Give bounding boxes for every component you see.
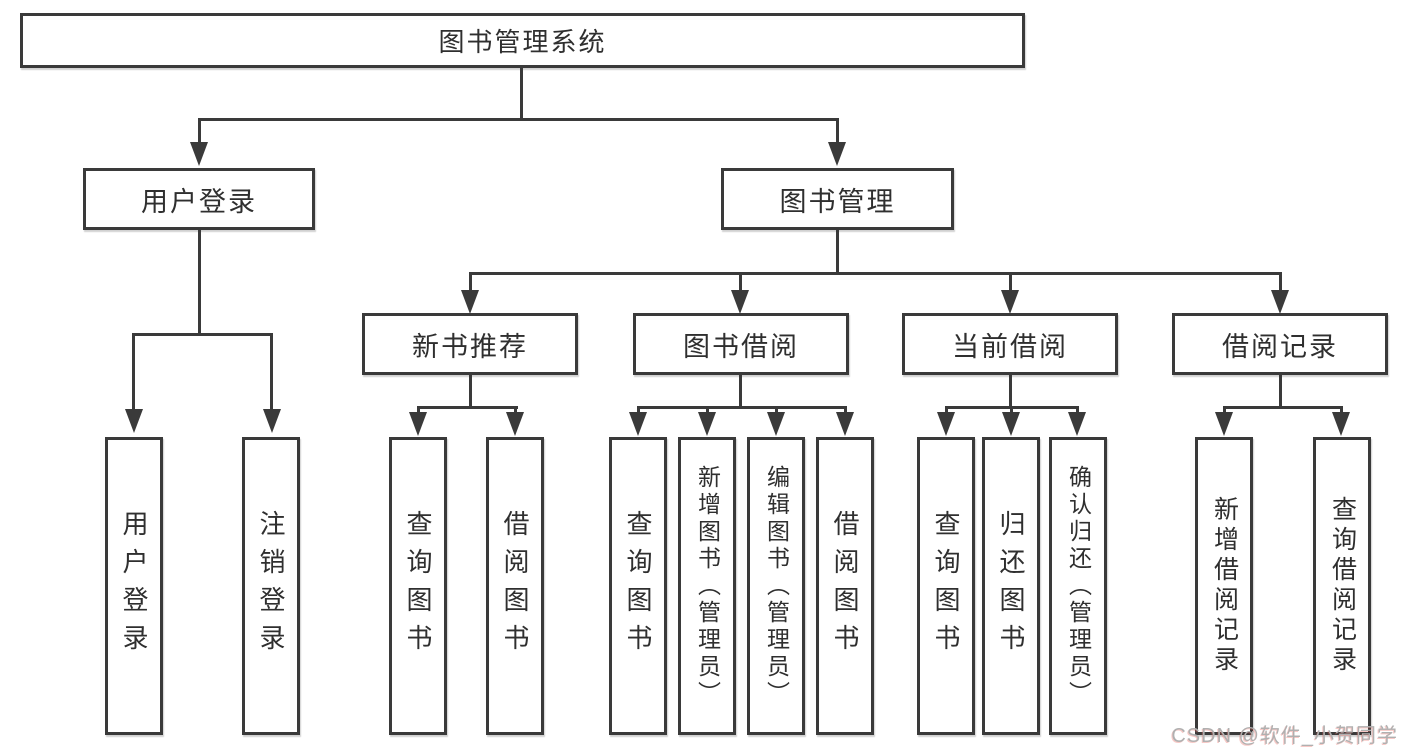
arrowhead-book-borrow [731,290,749,314]
node-label: 图书管理系统 [438,27,607,57]
node-label: 查询图书 [623,510,653,662]
connector-new-book-stub [469,375,472,408]
node-logout: 注销登录 [242,437,300,735]
arrowhead-current-borrow [1001,290,1019,314]
connector-leaf-stem [637,406,640,414]
connector-borrow-records-stub [1279,375,1282,408]
node-add-books-admin: 新增图书（管理员） [678,437,736,735]
arrowhead-leaf [937,412,955,436]
connector-leaf-stem [1223,406,1226,414]
node-label: 查询图书 [931,510,961,662]
connector-book-borrow-stub [739,375,742,408]
node-confirm-return-admin: 确认归还（管理员） [1049,437,1107,735]
csdn-watermark: CSDN @软件_小贺同学 [1171,725,1398,747]
node-label: 查询图书 [403,510,433,662]
connector-level2-bus [198,118,839,121]
node-label: 借阅图书 [830,510,860,662]
node-label: 借阅图书 [500,510,530,662]
arrowhead-leaf [409,412,427,436]
node-query-books-recommend: 查询图书 [389,437,447,735]
connector-leaf-stem [270,333,273,409]
node-edit-books-admin: 编辑图书（管理员） [747,437,805,735]
node-query-books-current: 查询图书 [917,437,975,735]
arrowhead-leaf [698,412,716,436]
node-label: 归还图书 [996,510,1026,662]
node-label: 图书借阅 [683,331,799,362]
node-current-borrowing: 当前借阅 [902,313,1118,375]
connector-leaf-stem [844,406,847,414]
arrowhead-leaf [506,412,524,436]
arrowhead-leaf [629,412,647,436]
connector-book-borrow-bus [637,406,847,409]
node-label: 新增图书（管理员） [694,464,721,708]
connector-level3-stem [1279,272,1282,292]
arrowhead-leaf [1332,412,1350,436]
connector-leaf-stem [1076,406,1079,414]
arrowhead-leaf [125,409,143,433]
node-label: 确认归还（管理员） [1065,464,1092,708]
connector-current-borrow-stub [1009,375,1012,408]
connector-leaf-stem [1340,406,1343,414]
connector-leaf-stem [514,406,517,414]
node-library-management-system: 图书管理系统 [20,13,1025,68]
connector-leaf-stem [775,406,778,414]
connector-leaf-stem [706,406,709,414]
connector-user-login-stub [198,230,201,335]
arrowhead-borrow-records [1271,290,1289,314]
connector-user-login-bus [132,333,273,336]
node-label: 用户登录 [119,510,149,662]
node-book-borrowing: 图书借阅 [633,313,849,375]
node-new-book-recommendation: 新书推荐 [362,313,578,375]
arrowhead-leaf [1068,412,1086,436]
node-book-management: 图书管理 [721,168,954,230]
connector-leaf-stem [417,406,420,414]
connector-borrow-records-bus [1223,406,1343,409]
connector-level3-stem [739,272,742,292]
node-borrowing-records: 借阅记录 [1172,313,1388,375]
arrowhead-user-login [190,142,208,166]
arrowhead-leaf [1002,412,1020,436]
connector-user-login-stem [198,118,201,143]
connector-book-mgmt-stub [836,230,839,274]
connector-leaf-stem [945,406,948,414]
node-query-borrow-record: 查询借阅记录 [1313,437,1371,735]
arrowhead-leaf [767,412,785,436]
node-borrow-books: 借阅图书 [816,437,874,735]
node-add-borrow-record: 新增借阅记录 [1195,437,1253,735]
connector-leaf-stem [132,333,135,409]
node-label: 当前借阅 [952,331,1068,362]
node-borrow-books-recommend: 借阅图书 [486,437,544,735]
node-label: 新增借阅记录 [1210,496,1239,676]
node-return-books: 归还图书 [982,437,1040,735]
connector-book-mgmt-stem [836,118,839,143]
node-label: 用户登录 [141,186,257,217]
node-label: 新书推荐 [412,331,528,362]
node-user-login-leaf: 用户登录 [105,437,163,735]
node-label: 借阅记录 [1222,331,1338,362]
connector-leaf-stem [1010,406,1013,414]
arrowhead-leaf [836,412,854,436]
connector-level3-stem [1009,272,1012,292]
connector-level3-bus [469,272,1282,275]
connector-root-stub [520,68,523,120]
node-query-books-borrowing: 查询图书 [609,437,667,735]
arrowhead-new-book [461,290,479,314]
node-user-login: 用户登录 [83,168,315,230]
node-label: 编辑图书（管理员） [763,464,790,708]
node-label: 查询借阅记录 [1328,496,1357,676]
arrowhead-leaf [263,409,281,433]
arrowhead-leaf [1215,412,1233,436]
connector-level3-stem [469,272,472,292]
node-label: 图书管理 [779,186,896,217]
connector-new-book-bus [417,406,518,409]
node-label: 注销登录 [256,510,286,662]
arrowhead-book-mgmt [828,142,846,166]
